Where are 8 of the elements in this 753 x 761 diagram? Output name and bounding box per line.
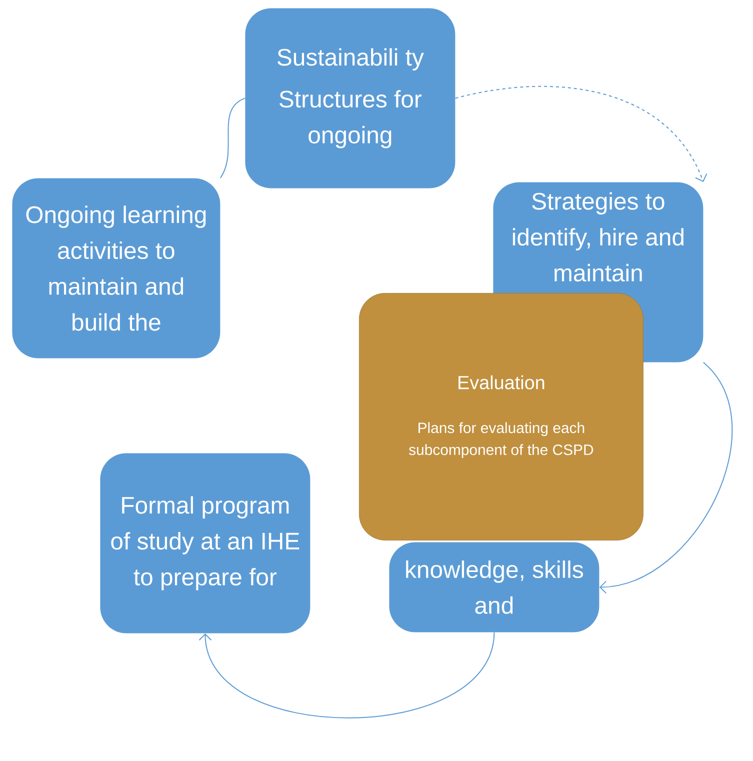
center-box: Evaluation Plans for evaluating each subcomponent of the CSPD <box>359 293 644 540</box>
process-box: knowledge, skills and <box>389 542 600 632</box>
arrow <box>599 362 732 594</box>
process-box: Formal program of study at an IHE to prepare for <box>100 453 310 634</box>
process-box: Sustainabili ty Structures for ongoing <box>245 8 456 188</box>
process-box: Ongoing learning activities to maintain and build the <box>12 178 220 358</box>
arrow <box>454 86 708 182</box>
arrow <box>198 632 495 718</box>
